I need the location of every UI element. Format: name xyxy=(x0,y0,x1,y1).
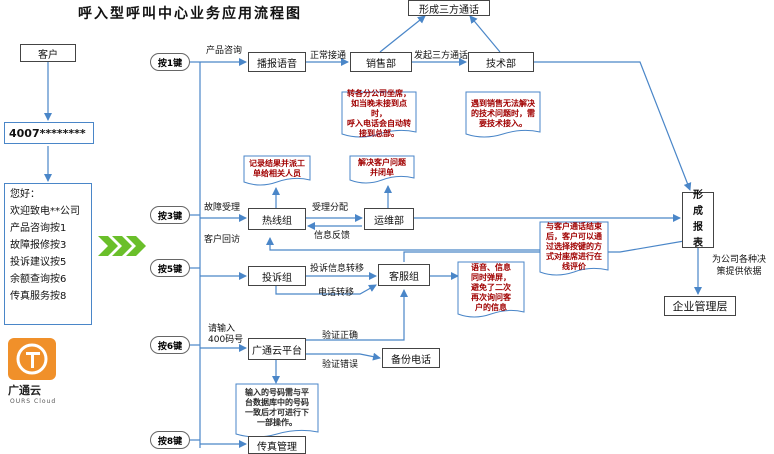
edge-label-fault: 故障受理 xyxy=(204,203,241,213)
welcome-line: 传真服务按8 xyxy=(10,291,67,302)
note-line: 单给相关人员 xyxy=(253,169,301,178)
note-line: 台数据库中的号码 xyxy=(245,398,309,407)
key-3-node: 按3键 xyxy=(150,206,190,224)
key-6-node: 按6键 xyxy=(150,336,190,354)
note-line: 转各分公司坐席， xyxy=(347,89,411,98)
ivr-welcome-panel: 您好： 欢迎致电**公司 产品咨询按1 故障报修按3 投诉建议按5 余额查询按6… xyxy=(4,183,92,325)
company-logo-icon xyxy=(8,338,56,380)
note-line: 同时弹屏， xyxy=(471,273,511,282)
edge-label-call-transfer: 电话转移 xyxy=(318,288,355,298)
sales-box: 销售部 xyxy=(350,52,412,72)
edge-label-product: 产品咨询 xyxy=(206,46,243,56)
note-line: 遇到销售无法解决 xyxy=(471,99,535,108)
fax-box: 传真管理 xyxy=(248,436,306,454)
record-note: 记录结果并派工 单给相关人员 xyxy=(246,158,308,180)
solve-note-shape xyxy=(349,155,415,184)
note-line: 解决客户问题 xyxy=(358,158,406,167)
complaint-box: 投诉组 xyxy=(248,266,306,286)
cloud-platform-box: 广通云平台 xyxy=(248,338,306,360)
key-8-node: 按8键 xyxy=(150,431,190,449)
note-line: 要技术接入。 xyxy=(479,119,527,128)
voice-note-shape xyxy=(457,261,525,318)
welcome-line: 您好： xyxy=(10,189,40,200)
edge-label-normal: 正常接通 xyxy=(310,51,347,61)
input-note-shape xyxy=(235,383,319,438)
welcome-line: 故障报修按3 xyxy=(10,240,67,251)
three-way-box: 形成三方通话 xyxy=(408,0,490,16)
end-call-note: 与客户通话结束 后，客户可以通 过选择按键的方 式对座席进行在 线评价 xyxy=(542,222,606,271)
note-line: 记录结果并派工 xyxy=(249,159,305,168)
note-line: 语音、信息 xyxy=(471,263,511,272)
tech-note: 遇到销售无法解决 的技术问题时，需 要技术接入。 xyxy=(468,96,538,132)
note-line: 与客户通话结束 xyxy=(546,222,602,231)
key-5-node: 按5键 xyxy=(150,259,190,277)
report-box: 形成报表 xyxy=(682,190,714,249)
note-line: 一致后才可进行下 xyxy=(245,408,309,417)
edge-label-input-1: 请输入 xyxy=(208,324,236,334)
edge-label-verify-err: 验证错误 xyxy=(322,360,359,370)
sales-note-shape xyxy=(341,91,417,138)
broadcast-box: 播报语音 xyxy=(248,52,306,72)
note-line: 后，客户可以通 xyxy=(546,232,602,241)
edge-label-dispatch: 受理分配 xyxy=(312,203,349,213)
logo-subtext: OURS Cloud xyxy=(10,398,57,405)
note-line: 的技术问题时，需 xyxy=(471,109,535,118)
welcome-line: 欢迎致电**公司 xyxy=(10,206,80,217)
edge-label-input-2: 400码号 xyxy=(208,335,244,345)
backup-phone-box: 备份电话 xyxy=(382,348,440,368)
customer-box: 客户 xyxy=(20,44,76,62)
input-note: 输入的号码需与平 台数据库中的号码 一致后才可进行下 一部操作。 xyxy=(238,387,316,429)
welcome-line: 余额查询按6 xyxy=(10,274,67,285)
note-line: 接到总部。 xyxy=(359,129,399,138)
welcome-line: 产品咨询按1 xyxy=(10,223,67,234)
sales-note: 转各分公司坐席， 如当晚未接到点时， 呼入电话会自动转 接到总部。 xyxy=(344,89,414,138)
note-line: 避免了二次 xyxy=(471,283,511,292)
edge-label-verify-ok: 验证正确 xyxy=(322,331,359,341)
logo-text: 广通云 xyxy=(8,384,41,397)
edge-label-feedback: 信息反馈 xyxy=(314,231,351,241)
tech-note-shape xyxy=(465,91,541,138)
edge-label-complaint-transfer: 投诉信息转移 xyxy=(310,264,365,274)
note-line: 输入的号码需与平 xyxy=(245,388,309,397)
tech-box: 技术部 xyxy=(468,52,534,72)
report-label: 形成报表 xyxy=(693,190,703,249)
chevron-arrows-icon xyxy=(98,236,146,256)
note-line: 户的信息 xyxy=(475,303,507,312)
note-line: 如当晚未接到点时， xyxy=(351,99,407,118)
end-note-shape xyxy=(539,221,609,276)
page-title: 呼入型呼叫中心业务应用流程图 xyxy=(78,6,302,22)
edge-label-initiate: 发起三方通话 xyxy=(414,51,469,61)
key-1-node: 按1键 xyxy=(150,53,190,71)
record-note-shape xyxy=(243,155,311,186)
management-box: 企业管理层 xyxy=(664,296,736,316)
welcome-line: 投诉建议按5 xyxy=(10,257,67,268)
note-line: 并闭单 xyxy=(370,168,394,177)
hotline-box: 热线组 xyxy=(248,208,306,230)
edge-label-decision: 为公司各种决策提供依据 xyxy=(711,255,766,277)
phone-number-box: 4007******** xyxy=(4,122,94,144)
note-line: 一部操作。 xyxy=(257,418,297,427)
voice-note: 语音、信息 同时弹屏， 避免了二次 再次询问客 户的信息 xyxy=(460,263,522,312)
note-line: 式对座席进行在 xyxy=(546,252,602,261)
note-line: 再次询问客 xyxy=(471,293,511,302)
note-line: 线评价 xyxy=(562,262,586,271)
edge-label-callback: 客户回访 xyxy=(204,235,241,245)
service-box: 客服组 xyxy=(378,264,430,286)
solve-note: 解决客户问题 并闭单 xyxy=(352,158,412,178)
ops-box: 运维部 xyxy=(364,208,414,230)
note-line: 过选择按键的方 xyxy=(546,242,602,251)
note-line: 呼入电话会自动转 xyxy=(347,119,411,128)
